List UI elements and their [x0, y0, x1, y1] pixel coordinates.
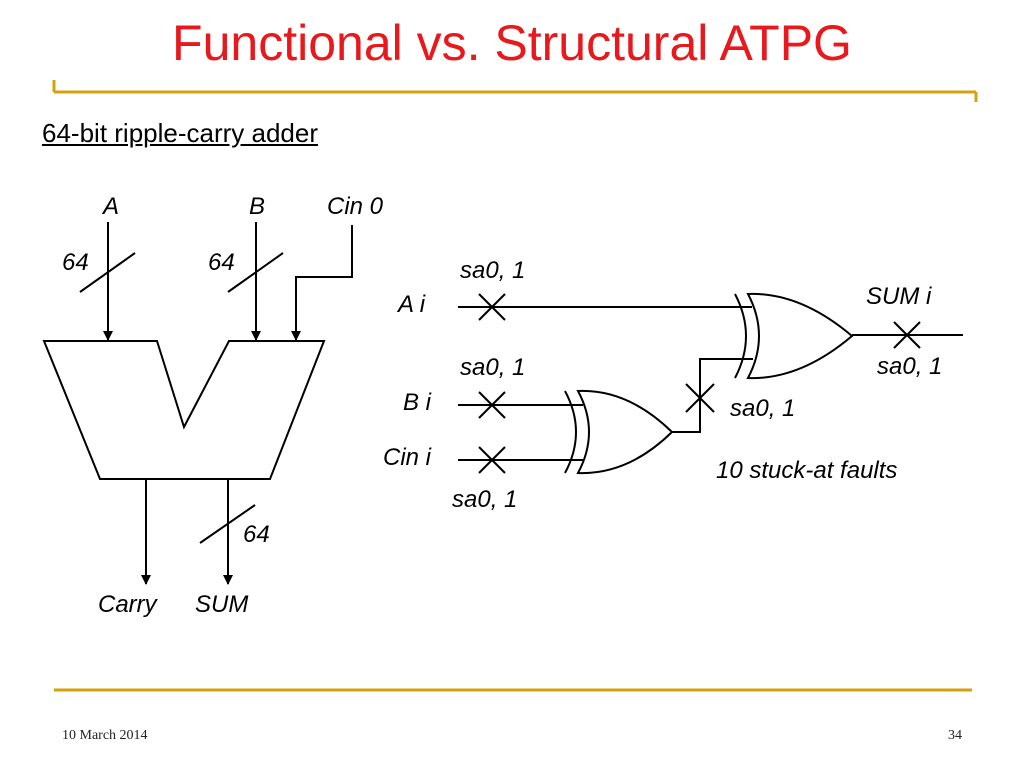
label-cin-i: Cin i: [383, 444, 432, 471]
bus-slash-b: [227, 252, 284, 293]
label-sum-i: SUM i: [866, 283, 932, 310]
page-number: 34: [948, 728, 962, 743]
xor-gate-output: [746, 292, 854, 380]
label-b-i: B i: [403, 389, 432, 416]
slide-subtitle: 64-bit ripple-carry adder: [42, 118, 319, 148]
label-cin: Cin 0: [327, 193, 384, 220]
label-b: B: [249, 193, 265, 220]
label-fault-sum: sa0, 1: [877, 353, 942, 380]
fault-marker-a: [478, 293, 506, 321]
xor-gate-input: [576, 389, 674, 475]
label-bus-width-sum: 64: [243, 521, 270, 548]
label-fault-count-note: 10 stuck-at faults: [716, 457, 897, 484]
bus-slash-a: [79, 252, 136, 293]
wire-cin: [291, 225, 353, 341]
label-a: A: [101, 193, 119, 220]
label-sum: SUM: [195, 591, 248, 618]
fault-marker-cin: [478, 446, 506, 474]
bus-slash-sum: [199, 504, 256, 544]
label-fault-cin: sa0, 1: [452, 486, 517, 513]
wire-internal: [672, 358, 753, 433]
fault-marker-b: [478, 391, 506, 419]
slide-title: Functional vs. Structural ATPG: [172, 15, 852, 71]
label-bus-width-b: 64: [208, 249, 235, 276]
fault-marker-sum: [893, 321, 921, 349]
label-carry: Carry: [98, 591, 159, 618]
xor-gate-input-back-curve: [564, 390, 577, 474]
label-fault-a: sa0, 1: [460, 257, 525, 284]
fault-marker-internal: [685, 383, 715, 413]
top-rule: [52, 80, 978, 102]
xor-gate-output-back-curve: [734, 293, 747, 379]
label-bus-width-a: 64: [62, 249, 89, 276]
label-a-i: A i: [396, 291, 426, 318]
label-fault-internal: sa0, 1: [730, 395, 795, 422]
label-fault-b: sa0, 1: [460, 354, 525, 381]
footer-date: 10 March 2014: [62, 728, 148, 743]
adder-block: [42, 340, 326, 480]
